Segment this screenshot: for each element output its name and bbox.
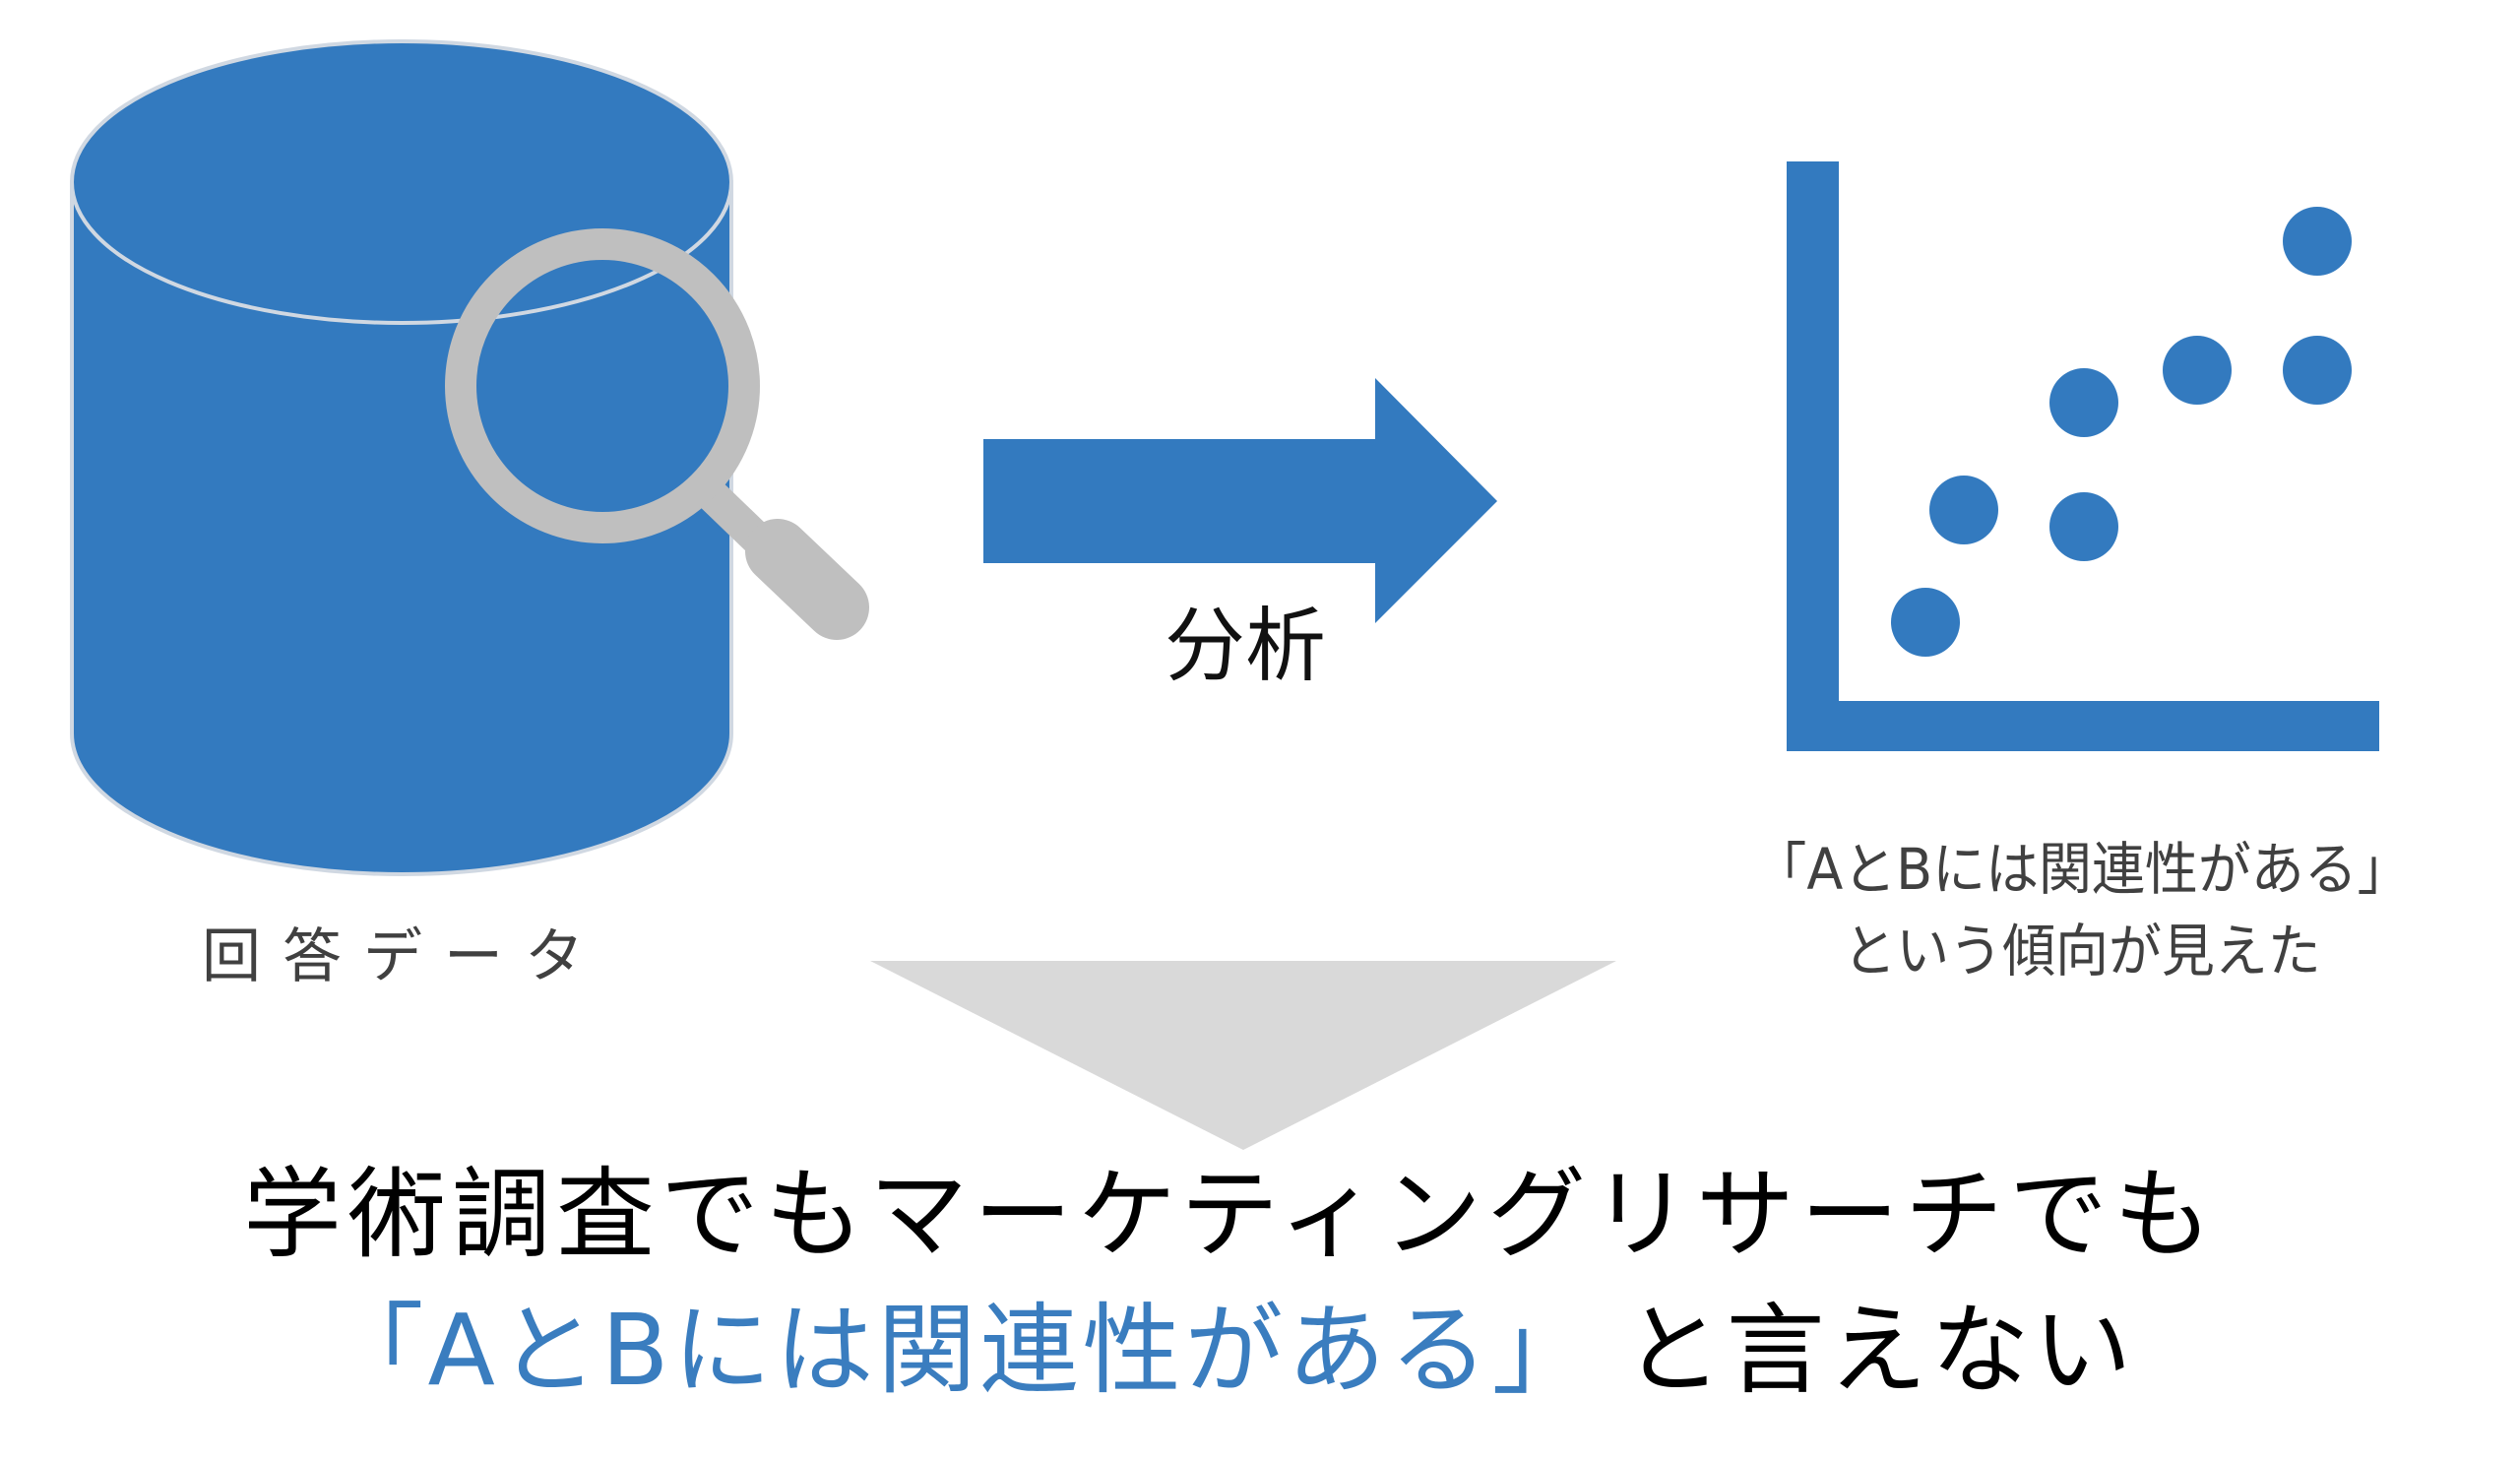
cylinder-body	[70, 180, 733, 876]
conclusion-highlight: 「AとBには関連性がある」	[325, 1293, 1595, 1408]
data-label: 回答データ	[202, 922, 605, 991]
scatter-point	[2283, 207, 2352, 276]
finding-line-2: という傾向が見えた	[1843, 918, 2321, 985]
magnifier-icon	[445, 228, 869, 640]
scatter-plot-icon	[1787, 161, 2379, 751]
scatter-point	[1929, 476, 1998, 544]
scatter-point	[2049, 368, 2118, 437]
y-axis	[1787, 161, 1839, 751]
conclusion-line-1: 学術調査でもマーケティングリサーチでも	[243, 1157, 2218, 1272]
finding-text: 「AとBには関連性がある」 という傾向が見えた	[1702, 829, 2462, 992]
right-arrow-icon	[983, 378, 1497, 623]
down-triangle-icon	[870, 961, 1616, 1150]
scatter-point	[1891, 588, 1960, 657]
scatter-point	[2283, 336, 2352, 405]
cylinder-top	[70, 39, 733, 325]
x-axis	[1787, 701, 2379, 751]
conclusion-line-2: 「AとBには関連性がある」と言えない	[0, 1302, 2520, 1400]
database-icon	[70, 39, 733, 876]
scatter-point	[2163, 336, 2232, 405]
analysis-label: 分析	[1164, 600, 1326, 693]
finding-line-1: 「AとBには関連性がある」	[1753, 836, 2411, 903]
conclusion-rest: と言えない	[1623, 1293, 2136, 1408]
scatter-point	[2049, 492, 2118, 561]
